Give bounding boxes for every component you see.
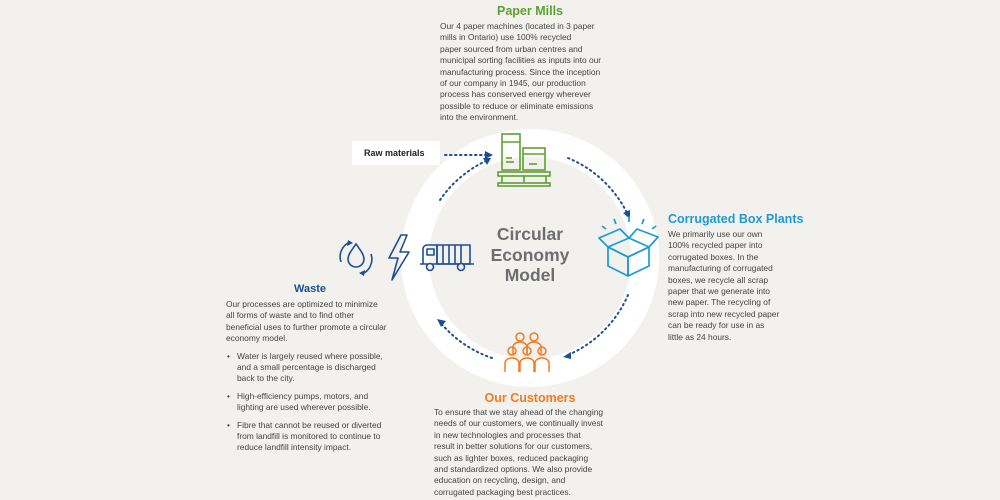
center-title-line: Model [504,265,556,285]
arrowhead [485,151,493,159]
text-line: manufacturing of corrugated [668,263,773,274]
text-line: beneficial uses to further promote a cir… [226,321,387,332]
text-line: little as 24 hours. [668,331,732,342]
people-group-icon [504,332,550,372]
text-line: back to the city. [237,373,295,384]
text-line: Our 4 paper machines (located in 3 paper [440,21,595,31]
text-line: 100% recycled paper into [668,240,763,251]
text-line: process has conserved energy wherever [440,89,591,100]
arrow-mills-to-plants [567,157,629,216]
text-line: municipal sorting facilities as inputs i… [440,55,602,66]
text-line: into the environment. [440,112,519,123]
text-line: Our processes are optimized to minimize [226,299,378,309]
white-ring [401,129,659,387]
text-line: mills in Ontario) use 100% recycled [440,32,572,43]
list-item: Fibre that cannot be reused or diverted … [226,420,416,454]
waste-description: Our processes are optimized to minimize … [226,299,416,460]
text-line: of our company in 1945, our production [440,78,586,89]
waste-bullet-list: Water is largely reused where possible, … [226,351,416,454]
text-line: To ensure that we stay ahead of the chan… [434,407,604,417]
text-line: new paper. The recycling of [668,297,771,308]
text-line: paper sourced from urban centres and [440,43,583,54]
arrowhead [483,158,491,165]
lightning-icon [388,234,410,281]
text-line: Fibre that cannot be reused or diverted [237,419,382,430]
waste-title: Waste [294,283,326,295]
open-box-icon [598,216,659,277]
text-line: Water is largely reused where possible, [237,350,383,361]
text-line: reduce landfill intensity impact. [237,442,352,453]
text-line: lighting are used wherever possible. [237,402,371,413]
center-title-line: Economy [490,244,570,265]
arrowhead [563,352,571,359]
customers-title: Our Customers [484,391,576,405]
text-line: such as lighter boxes, reduced packaging [434,452,589,463]
text-line: scrap into new recycled paper [668,308,780,319]
text-line: manufacturing process. Since the incepti… [440,66,601,77]
text-line: education on recycling, design, and [434,475,566,486]
box-plants-title: Corrugated Box Plants [668,212,804,226]
center-title-line: Circular [496,224,564,244]
list-item: Water is largely reused where possible, … [226,351,416,385]
text-line: economy model. [226,333,288,344]
text-line: result in better solutions for our custo… [434,441,593,452]
paper-mills-description: Our 4 paper machines (located in 3 paper… [440,21,630,124]
arrow-customers-to-waste [439,321,493,359]
water-cycle-icon [339,240,373,276]
arrow-waste-to-mills [439,159,489,201]
text-line: needs of our customers, we continually i… [434,418,603,429]
text-line: in new technologies and processes that [434,429,581,440]
text-line: High-efficiency pumps, motors, and [237,390,369,401]
text-line: and standardized options. We also provid… [434,464,593,475]
text-line: boxes, we recycle all scrap [668,274,769,285]
garbage-truck-icon [420,244,474,272]
text-line: corrugated packaging best practices. [434,486,571,497]
raw-materials-label: Raw materials [352,141,440,165]
text-line: corrugated boxes. In the [668,251,759,262]
pallet-boxes-icon [497,133,551,187]
text-line: We primarily use our own [668,229,763,239]
list-item: High-efficiency pumps, motors, and light… [226,391,416,414]
customers-description: To ensure that we stay ahead of the chan… [434,407,634,498]
center-title: Circular Economy Model [470,224,590,286]
text-line: from landfill is monitored to continue t… [237,431,381,442]
text-line: and a small percentage is discharged [237,362,376,373]
paper-mills-title: Paper Mills [497,4,563,18]
box-plants-description: We primarily use our own 100% recycled p… [668,229,808,343]
arrowhead [437,319,446,327]
text-line: possible to reduce or eliminate emission… [440,100,594,111]
text-line: all forms of waste and to find other [226,310,355,321]
text-line: paper that we generate into [668,286,770,297]
text-line: can be ready for use in as [668,320,765,331]
